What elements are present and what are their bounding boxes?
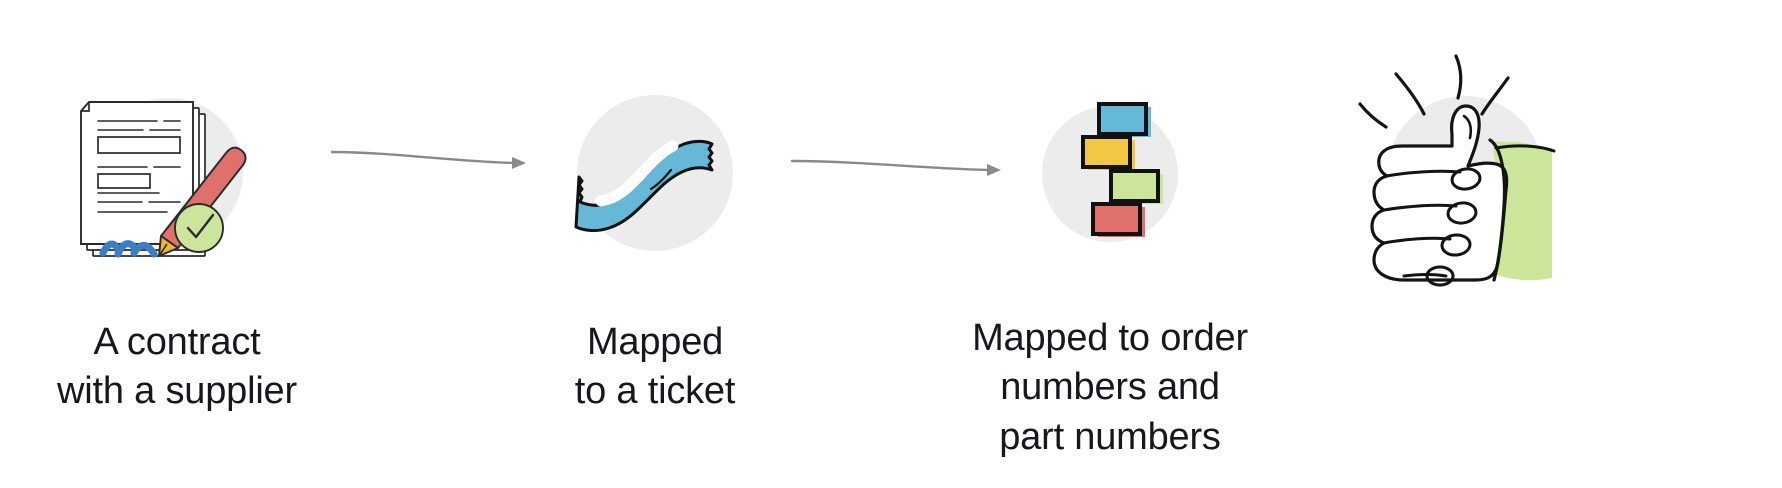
blue-ribbon-ticket-icon — [574, 95, 733, 251]
step-ticket: Mapped to a ticket — [524, 0, 786, 488]
thumbs-up-icon-slot — [1295, 16, 1605, 316]
card-red — [1091, 201, 1145, 237]
stacked-color-cards-icon — [1042, 101, 1178, 242]
card-green — [1109, 168, 1163, 204]
contract-document-with-pen-icon — [80, 98, 247, 258]
pen-tip — [158, 235, 179, 257]
ribbon-fold-line — [649, 168, 673, 191]
ticket-icon-slot — [525, 46, 785, 306]
hand-shape — [1370, 104, 1509, 282]
orders-icon-slot — [980, 46, 1240, 306]
step-orders: Mapped to order numbers and part numbers — [955, 0, 1265, 488]
step-contract-label: A contract with a supplier — [57, 321, 297, 413]
document-folded-corner — [81, 102, 90, 112]
contract-icon-slot — [47, 46, 307, 306]
signature-scribble — [99, 240, 158, 258]
ribbon-highlight — [595, 140, 679, 207]
card-yellow — [1081, 134, 1135, 170]
document-boxes — [97, 136, 181, 189]
step-ticket-label: Mapped to a ticket — [574, 321, 736, 413]
document-text-lines — [97, 120, 181, 213]
connector-line — [790, 159, 992, 172]
cuff-line — [1488, 138, 1507, 282]
finger-joints — [1425, 167, 1482, 287]
step-orders-label: Mapped to order numbers and part numbers — [972, 317, 1248, 458]
connector-ticket-to-orders — [790, 155, 1005, 179]
connector-arrowhead — [987, 164, 1001, 176]
sleeve-top-line — [1494, 144, 1556, 153]
card-blue — [1097, 101, 1151, 137]
connector-arrowhead — [512, 157, 526, 169]
step-contract: A contract with a supplier — [46, 0, 308, 488]
thumbs-up-icon — [1358, 54, 1556, 287]
connector-line — [330, 150, 518, 165]
connector-contract-to-ticket — [330, 148, 530, 172]
thumb-nail — [1462, 114, 1473, 140]
ribbon-shape — [574, 139, 714, 232]
check-badge-icon — [174, 203, 224, 253]
step-done — [1295, 0, 1605, 488]
emphasis-lines — [1358, 54, 1510, 129]
